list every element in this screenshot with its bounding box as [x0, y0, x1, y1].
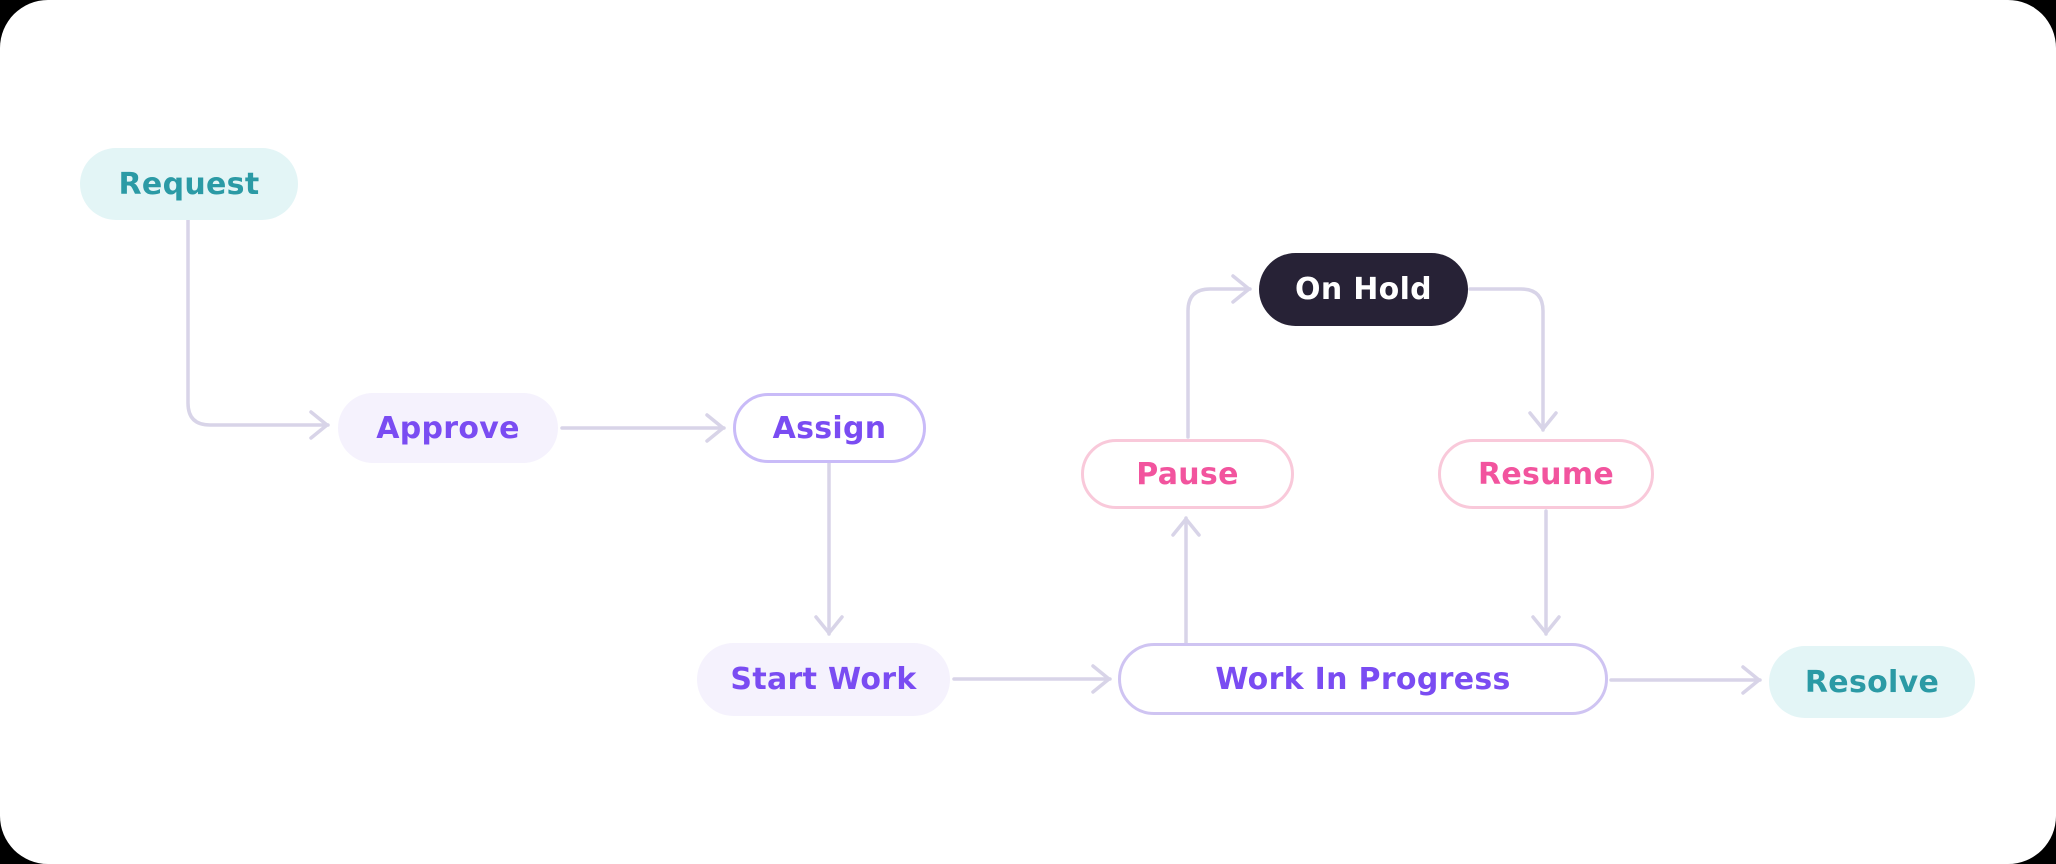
edge-request-approve	[186, 218, 330, 440]
node-resolve[interactable]: Resolve	[1769, 646, 1975, 718]
node-start-work[interactable]: Start Work	[697, 643, 950, 716]
node-resume[interactable]: Resume	[1438, 439, 1654, 509]
node-resume-label: Resume	[1477, 456, 1615, 492]
node-request[interactable]: Request	[80, 148, 298, 220]
node-on-hold-label: On Hold	[1295, 272, 1432, 307]
node-pause[interactable]: Pause	[1081, 439, 1294, 509]
node-work-in-progress-label: Work In Progress	[1215, 661, 1511, 697]
edge-onhold-resume	[1468, 287, 1558, 432]
node-pause-label: Pause	[1136, 456, 1239, 492]
edge-pause-onhold	[1186, 274, 1252, 439]
node-approve[interactable]: Approve	[338, 393, 558, 463]
node-assign[interactable]: Assign	[733, 393, 926, 463]
node-on-hold[interactable]: On Hold	[1259, 253, 1468, 326]
node-approve-label: Approve	[376, 410, 520, 446]
node-request-label: Request	[118, 166, 260, 202]
node-resolve-label: Resolve	[1804, 664, 1940, 700]
node-work-in-progress[interactable]: Work In Progress	[1118, 643, 1608, 715]
node-assign-label: Assign	[772, 410, 887, 446]
node-start-work-label: Start Work	[730, 662, 917, 697]
